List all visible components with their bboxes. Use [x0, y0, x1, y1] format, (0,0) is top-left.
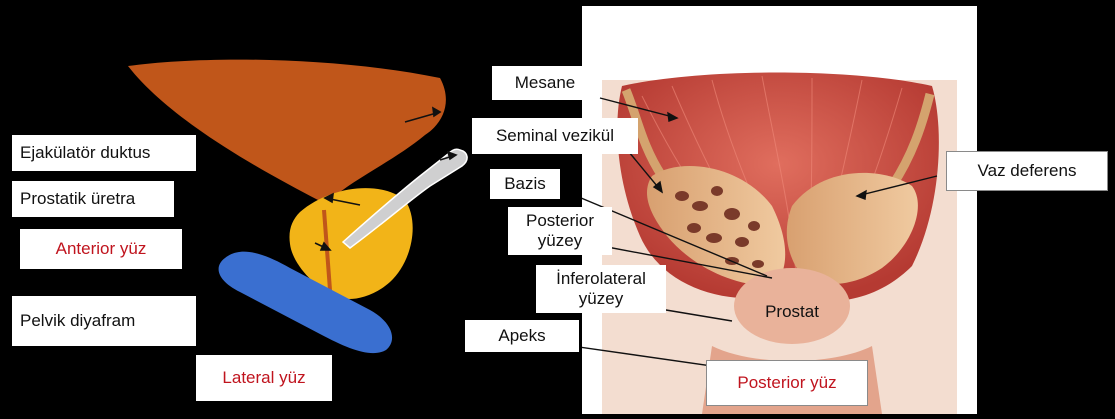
label-posterior-yuz: Posterior yüz — [706, 360, 868, 406]
label-prostat: Prostat — [748, 299, 836, 325]
label-inferolateral: İnferolateral yüzey — [536, 265, 666, 313]
label-lateral: Lateral yüz — [196, 355, 332, 401]
anatomy-panel — [582, 6, 977, 414]
label-vaz-deferens: Vaz deferens — [946, 151, 1108, 191]
label-bazis: Bazis — [490, 169, 560, 199]
anatomy-svg — [582, 6, 977, 414]
label-apeks: Apeks — [465, 320, 579, 352]
label-prostatik: Prostatik üretra — [12, 181, 174, 217]
label-mesane: Mesane — [492, 66, 598, 100]
label-ejakulator: Ejakülatör duktus — [12, 135, 196, 171]
label-posterior-yuzey: Posterior yüzey — [508, 207, 612, 255]
label-anterior: Anterior yüz — [20, 229, 182, 269]
label-seminal: Seminal vezikül — [472, 118, 638, 154]
label-pelvik: Pelvik diyafram — [12, 296, 196, 346]
